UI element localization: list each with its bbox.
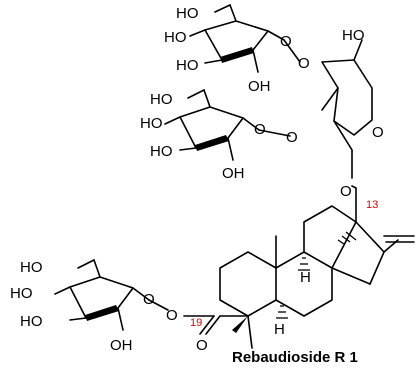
glycosidic-oxygen-label: O <box>286 129 298 146</box>
locant-c13: 13 <box>366 199 378 211</box>
locant-c19: 19 <box>190 317 202 329</box>
ring-oxygen-label: O <box>280 33 292 50</box>
atom-labels: HO HO HO OH O O HO HO HO HO OH O O O O H… <box>10 5 384 354</box>
carbon-locants: 13 19 <box>190 199 378 329</box>
glycosidic-oxygen-label: O <box>340 183 352 200</box>
ring-oxygen-label: O <box>372 124 384 141</box>
middle-glucose-ring <box>164 89 291 161</box>
bottom-glucose-ring <box>54 259 215 331</box>
hydroxyl-label: HO <box>164 29 187 46</box>
hydrogen-label: H <box>274 321 285 338</box>
hydroxyl-label: HO <box>176 57 199 74</box>
hydroxyl-label: OH <box>222 165 245 182</box>
hydroxyl-label: HO <box>140 115 163 132</box>
hydrogen-label: H <box>300 269 311 286</box>
hydroxyl-label: HO <box>20 313 43 330</box>
ring-oxygen-label: O <box>254 121 266 138</box>
hydroxyl-label: HO <box>342 27 365 44</box>
glycosidic-oxygen-label: O <box>298 55 310 72</box>
ring-oxygen-label: O <box>143 291 155 308</box>
hydroxyl-label: HO <box>176 5 199 22</box>
hydroxyl-label: HO <box>150 91 173 108</box>
molecule-name: Rebaudioside R 1 <box>232 349 358 366</box>
hydroxyl-label: HO <box>20 259 43 276</box>
hydroxyl-label: HO <box>150 143 173 160</box>
hydroxyl-label: OH <box>248 78 271 95</box>
ester-oxygen-label: O <box>166 307 178 324</box>
hydroxyl-label: OH <box>110 337 133 354</box>
central-sugar-ring <box>321 39 373 179</box>
top-glucose-ring <box>189 4 301 73</box>
steviol-core <box>199 185 415 349</box>
carbonyl-oxygen-label: O <box>196 337 208 354</box>
hydroxyl-label: HO <box>10 285 33 302</box>
